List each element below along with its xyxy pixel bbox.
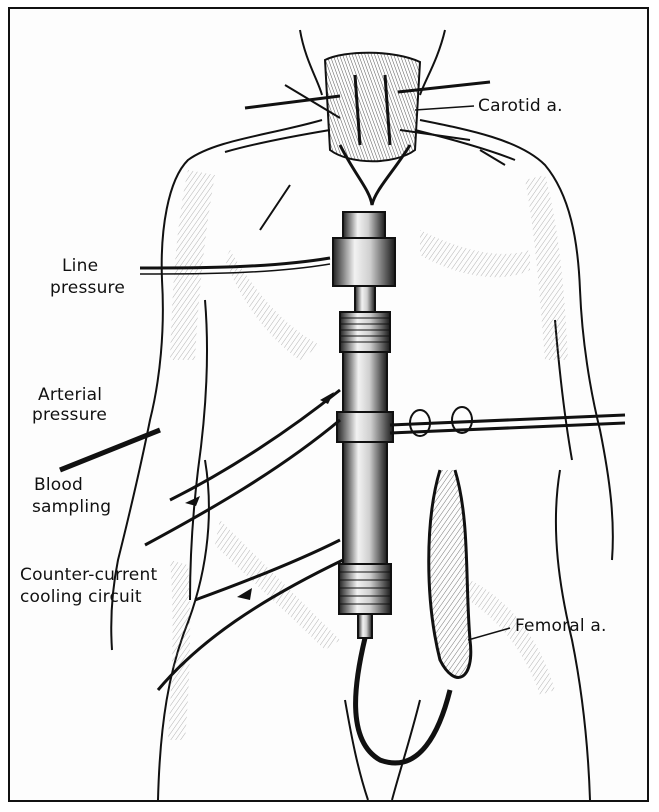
label-line-pressure-line2: pressure xyxy=(50,278,125,299)
label-arterial-pressure-line1: Arterial xyxy=(38,385,102,406)
label-countercurrent-line2: cooling circuit xyxy=(20,587,142,608)
label-femoral-artery: Femoral a. xyxy=(515,616,607,637)
label-line-pressure-line1: Line xyxy=(62,256,98,277)
label-countercurrent-line1: Counter-current xyxy=(20,565,157,586)
label-arterial-pressure-line2: pressure xyxy=(32,405,107,426)
heat-exchanger-device xyxy=(333,212,395,638)
neck-incision xyxy=(245,53,490,205)
label-blood-sampling-line1: Blood xyxy=(34,475,83,496)
label-carotid-artery: Carotid a. xyxy=(478,96,563,117)
label-blood-sampling-line2: sampling xyxy=(32,497,111,518)
